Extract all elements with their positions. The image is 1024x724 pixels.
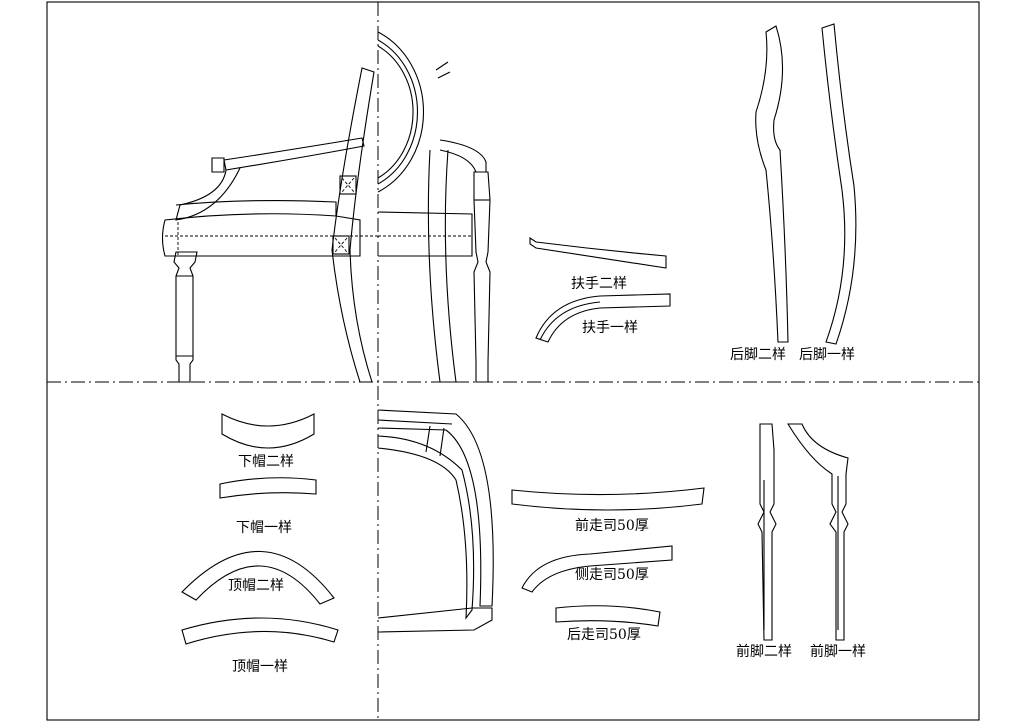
label-lower-cap-1: 下帽一样	[236, 520, 292, 536]
top-cap-1-part	[181, 617, 339, 645]
label-front-rail: 前走司50厚	[575, 517, 649, 534]
label-front-leg-2: 前脚二样	[736, 643, 792, 660]
armrest-2-part	[529, 236, 667, 269]
label-armrest-1: 扶手一样	[582, 320, 638, 336]
label-side-rail: 侧走司50厚	[575, 567, 649, 583]
label-rear-rail: 后走司50厚	[567, 627, 641, 643]
top-cap-2-part	[181, 550, 335, 605]
label-back-leg-2: 后脚二样	[730, 347, 786, 363]
chair-front-elevation	[377, 31, 491, 383]
rear-rail-part	[555, 605, 661, 627]
lower-cap-1-part	[219, 477, 317, 499]
back-leg-2-part	[755, 25, 789, 343]
label-front-leg-1: 前脚一样	[810, 643, 866, 660]
label-top-cap-1: 顶帽一样	[232, 659, 288, 675]
lower-cap-2-part	[221, 413, 315, 449]
label-armrest-2: 扶手二样	[571, 276, 627, 292]
side-rail-part	[521, 545, 673, 593]
front-leg-1-part	[787, 423, 849, 641]
label-back-leg-1: 后脚一样	[799, 347, 855, 363]
armrest-1-part	[535, 293, 671, 343]
label-top-cap-2: 顶帽二样	[228, 578, 284, 594]
drawing-border	[46, 1, 980, 721]
front-rail-part	[511, 487, 705, 511]
chair-side-elevation	[161, 67, 378, 383]
seat-frame-plan	[377, 409, 494, 633]
label-lower-cap-2: 下帽二样	[238, 454, 294, 470]
front-leg-2-part	[757, 423, 777, 641]
back-leg-1-part	[821, 23, 857, 345]
